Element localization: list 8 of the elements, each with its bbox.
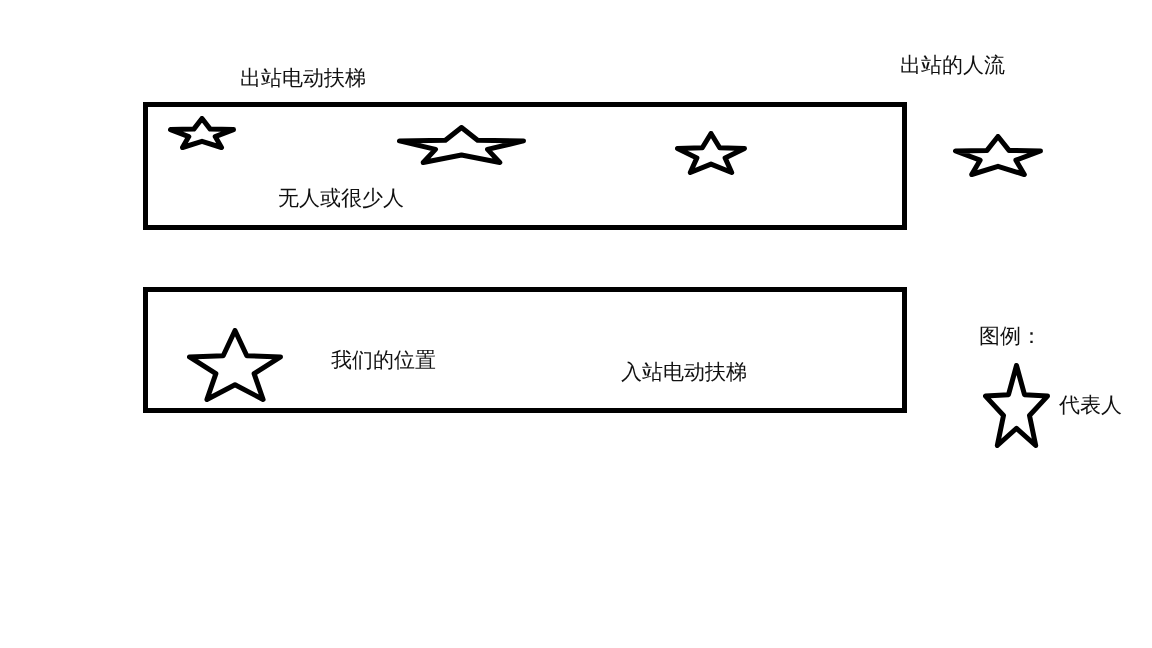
legend-text: 代表人 bbox=[1059, 392, 1122, 419]
legend-title: 图例： bbox=[979, 324, 1042, 350]
escalator-box bbox=[143, 287, 907, 413]
flow-label: 出站的人流 bbox=[900, 53, 1005, 79]
escalator-heading: 出站电动扶梯 bbox=[240, 66, 366, 92]
position-note: 我们的位置 bbox=[331, 348, 436, 374]
crowd-note: 无人或很少人 bbox=[278, 186, 404, 212]
escalator-heading: 入站电动扶梯 bbox=[621, 360, 747, 386]
